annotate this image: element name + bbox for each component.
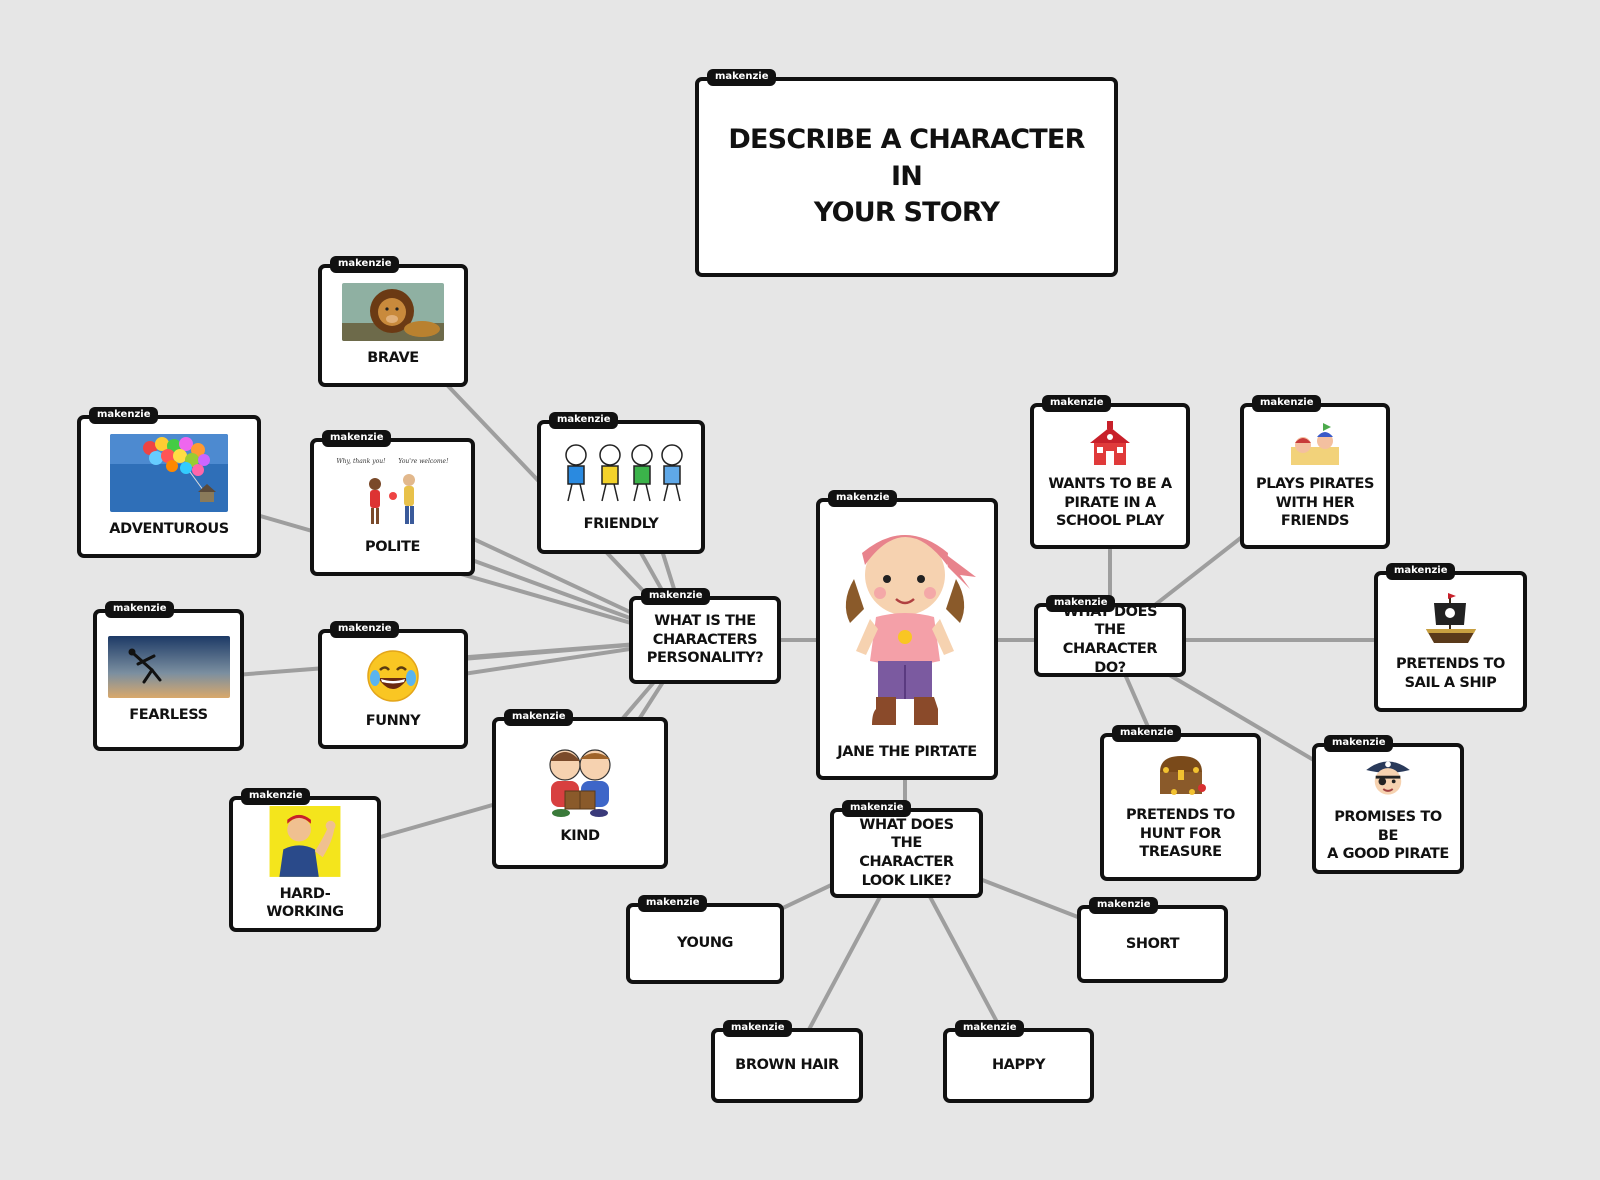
node-sail-ship[interactable]: makenzie PRETENDS TO SAIL A SHIP xyxy=(1374,563,1527,712)
node-school-play[interactable]: makenzie WANTS TO BE A PIRATE IN A SCHOO… xyxy=(1030,395,1190,549)
owner-tag: makenzie xyxy=(549,412,619,429)
owner-tag: makenzie xyxy=(955,1020,1025,1037)
treasure-chest-icon xyxy=(1159,756,1206,796)
owner-tag: makenzie xyxy=(828,490,898,507)
node-label: BRAVE xyxy=(367,350,419,367)
node-young[interactable]: makenzie YOUNG xyxy=(626,895,784,984)
node-funny[interactable]: makenzie FUNNY xyxy=(318,621,468,749)
node-friendly[interactable]: makenzie FRIENDLY xyxy=(537,412,705,554)
node-polite[interactable]: makenzie Why, thank you! You're welcome!… xyxy=(310,430,475,576)
schoolhouse-icon xyxy=(1090,421,1130,466)
hub-personality[interactable]: makenzie WHAT IS THE CHARACTERS PERSONAL… xyxy=(629,588,781,684)
hub-label: WHAT DOES THE CHARACTER LOOK LIKE? xyxy=(859,816,954,889)
owner-tag: makenzie xyxy=(1386,563,1456,580)
hub-actions[interactable]: makenzie WHAT DOES THE CHARACTER DO? xyxy=(1034,595,1186,677)
node-label: FEARLESS xyxy=(129,706,208,723)
owner-tag: makenzie xyxy=(1324,735,1394,752)
owner-tag: makenzie xyxy=(1089,897,1159,914)
hub-label: WHAT DOES THE CHARACTER DO? xyxy=(1062,603,1158,676)
owner-tag: makenzie xyxy=(1112,725,1182,742)
skydiver-photo-icon xyxy=(107,635,230,698)
owner-tag: makenzie xyxy=(89,407,159,424)
node-label: HARD-WORKING xyxy=(266,885,344,921)
owner-tag: makenzie xyxy=(322,430,392,447)
node-brave[interactable]: makenzie BRAVE xyxy=(318,256,468,387)
node-treasure[interactable]: makenzie PRETENDS TO HUNT FOR TREASURE xyxy=(1100,725,1261,881)
owner-tag: makenzie xyxy=(641,588,711,605)
owner-tag: makenzie xyxy=(241,788,311,805)
center-character[interactable]: makenzie JANE THE PIRTATE xyxy=(816,490,998,780)
owner-tag: makenzie xyxy=(330,621,400,638)
node-label: PRETENDS TO HUNT FOR TREASURE xyxy=(1126,807,1235,861)
hub-looks[interactable]: makenzie WHAT DOES THE CHARACTER LOOK LI… xyxy=(830,800,983,898)
owner-tag: makenzie xyxy=(723,1020,793,1037)
node-label: PRETENDS TO SAIL A SHIP xyxy=(1396,655,1505,691)
hub-label: WHAT IS THE CHARACTERS PERSONALITY? xyxy=(646,613,764,667)
kids-playing-pirates-icon xyxy=(1291,423,1339,466)
thank-you-kids-icon: Why, thank you! You're welcome! xyxy=(337,458,449,530)
owner-tag: makenzie xyxy=(1042,395,1112,412)
center-label: JANE THE PIRTATE xyxy=(837,744,977,761)
node-label: YOUNG xyxy=(676,935,734,952)
node-short[interactable]: makenzie SHORT xyxy=(1077,897,1228,983)
lion-photo-icon xyxy=(342,283,444,342)
owner-tag: makenzie xyxy=(1252,395,1322,412)
node-kind[interactable]: makenzie KIND xyxy=(492,709,668,869)
node-label: PROMISES TO BE A GOOD PIRATE xyxy=(1327,809,1449,863)
pirate-girl-icon xyxy=(845,535,976,726)
node-adventurous[interactable]: makenzie ADVENTUROUS xyxy=(77,407,261,558)
node-hard-working[interactable]: makenzie HARD-WORKING xyxy=(229,788,381,932)
node-label: PLAYS PIRATES WITH HER FRIENDS xyxy=(1255,476,1374,530)
node-label: SHORT xyxy=(1125,935,1180,952)
rosie-riveter-icon xyxy=(269,806,341,877)
node-label: FUNNY xyxy=(365,712,421,729)
kids-reading-icon xyxy=(549,749,611,817)
owner-tag: makenzie xyxy=(842,800,912,817)
owner-tag: makenzie xyxy=(105,601,175,618)
speech-text-right: You're welcome! xyxy=(398,457,449,465)
node-brown-hair[interactable]: makenzie BROWN HAIR xyxy=(711,1020,863,1103)
node-label: KIND xyxy=(560,827,600,844)
node-good-pirate[interactable]: makenzie PROMISES TO BE A GOOD PIRATE xyxy=(1312,735,1464,874)
node-label: BROWN HAIR xyxy=(735,1057,839,1074)
four-kids-drawing-icon xyxy=(565,443,683,501)
node-plays-pirates[interactable]: makenzie PLAYS PIRATES WITH HER FRIENDS xyxy=(1240,395,1390,549)
title-text: DESCRIBE A CHARACTER IN YOUR STORY xyxy=(728,124,1085,229)
node-label: HAPPY xyxy=(991,1057,1046,1074)
pirate-boy-icon xyxy=(1366,761,1410,795)
laughing-emoji-icon xyxy=(367,649,419,702)
owner-tag: makenzie xyxy=(1046,595,1116,612)
node-happy[interactable]: makenzie HAPPY xyxy=(943,1020,1094,1103)
node-label: FRIENDLY xyxy=(583,515,659,532)
speech-text-left: Why, thank you! xyxy=(336,457,386,465)
owner-tag: makenzie xyxy=(504,709,574,726)
owner-tag: makenzie xyxy=(330,256,400,273)
title-card[interactable]: makenzie DESCRIBE A CHARACTER IN YOUR ST… xyxy=(695,69,1118,277)
node-fearless[interactable]: makenzie FEARLESS xyxy=(93,601,244,751)
pirate-ship-icon xyxy=(1425,592,1476,643)
node-label: ADVENTUROUS xyxy=(109,521,229,538)
node-label: WANTS TO BE A PIRATE IN A SCHOOL PLAY xyxy=(1048,476,1172,530)
owner-tag: makenzie xyxy=(638,895,708,912)
owner-tag: makenzie xyxy=(707,69,777,86)
node-label: POLITE xyxy=(365,538,420,555)
balloon-house-photo-icon xyxy=(110,434,228,513)
